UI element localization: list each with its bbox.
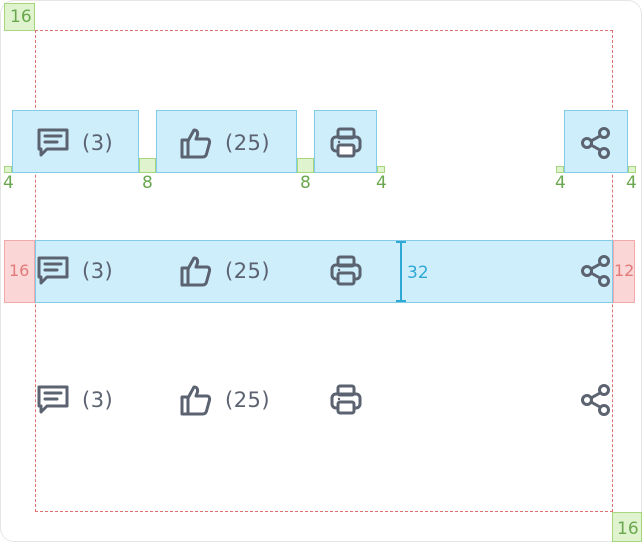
spacing-label: 8 [142, 173, 153, 193]
comment-count: (3) [82, 131, 114, 155]
spacing-label: 4 [3, 173, 14, 193]
like-action[interactable]: (25) [179, 127, 270, 159]
gap-measure-line [400, 241, 402, 302]
printer-icon [330, 254, 362, 288]
print-action[interactable] [330, 255, 362, 287]
spacing-label: 4 [555, 173, 566, 193]
spacing-label: 4 [626, 173, 637, 193]
bottom-right-margin-label: 16 [617, 519, 639, 539]
spacer-marker [377, 166, 385, 173]
print-chip [314, 110, 377, 173]
comment-count: (3) [82, 388, 114, 412]
spacer-marker [628, 166, 636, 173]
spacer-marker [556, 166, 564, 173]
comment-chip [12, 110, 139, 173]
like-count: (25) [225, 259, 271, 283]
share-icon [580, 254, 612, 288]
left-padding-label: 16 [9, 261, 30, 280]
printer-icon [330, 126, 362, 160]
spacing-label: 8 [300, 173, 311, 193]
thumbs-up-icon [179, 254, 213, 288]
comment-count: (3) [82, 259, 114, 283]
spacer-marker [139, 158, 156, 173]
comment-action[interactable]: (3) [36, 127, 113, 159]
comment-icon [36, 383, 70, 417]
top-left-margin-marker [4, 3, 35, 31]
like-action[interactable]: (25) [179, 255, 270, 287]
action-bar-band [35, 240, 613, 303]
spacer-marker [4, 166, 12, 173]
top-left-margin-label: 16 [10, 7, 32, 27]
comment-icon [36, 254, 70, 288]
like-count: (25) [225, 131, 271, 155]
spacing-label: 4 [376, 173, 387, 193]
spacer-marker [297, 158, 314, 173]
like-count: (25) [225, 388, 271, 412]
share-icon [580, 126, 612, 160]
like-chip [156, 110, 297, 173]
thumbs-up-icon [179, 126, 213, 160]
print-action[interactable] [330, 127, 362, 159]
comment-icon [36, 126, 70, 160]
comment-action[interactable]: (3) [36, 255, 113, 287]
share-action[interactable] [580, 255, 612, 287]
bottom-right-margin-marker [612, 512, 642, 542]
gap-measure-label: 32 [407, 263, 429, 283]
printer-icon [330, 383, 362, 417]
gap-measure-cap-top [396, 241, 406, 243]
gap-measure-cap-bottom [396, 300, 406, 302]
comment-action[interactable]: (3) [36, 384, 113, 416]
share-chip [564, 110, 628, 173]
share-action[interactable] [580, 127, 612, 159]
right-padding-marker [613, 240, 635, 303]
right-padding-label: 12 [614, 261, 635, 280]
like-action[interactable]: (25) [179, 384, 270, 416]
share-action[interactable] [580, 384, 612, 416]
left-padding-marker [4, 240, 35, 303]
thumbs-up-icon [179, 383, 213, 417]
share-icon [580, 383, 612, 417]
print-action[interactable] [330, 384, 362, 416]
